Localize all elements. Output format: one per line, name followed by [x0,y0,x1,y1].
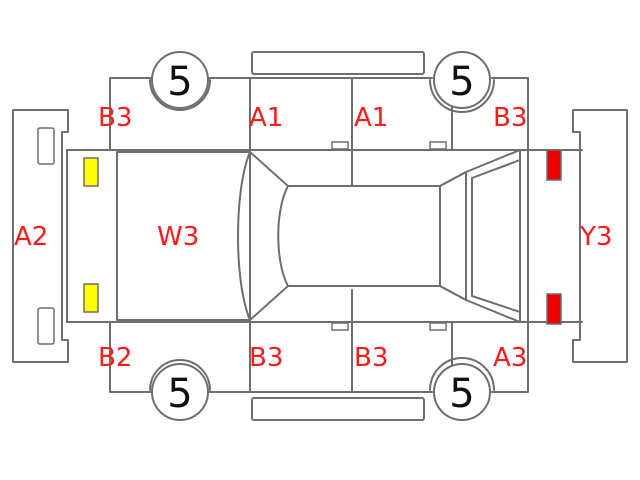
rear-bumper [12,109,69,363]
right-side-skirt [251,397,425,421]
tire-left-rear-number: 5 [167,59,192,105]
label-front-bumper: Y3 [579,222,612,252]
windshield [439,171,467,301]
tire-left-front: 5 [433,51,491,109]
front-lamp-right-marker [546,293,562,325]
arch-left-rear [149,79,211,111]
door-handle [331,141,349,150]
roof-rear-curve [277,185,289,287]
tire-left-front-number: 5 [449,59,474,105]
tire-right-rear: 5 [151,363,209,421]
label-right-front-door: B3 [249,343,283,373]
tire-right-front-number: 5 [449,371,474,417]
left-side-skirt [251,51,425,75]
tire-right-front: 5 [433,363,491,421]
label-left-front-door: A1 [249,103,283,133]
rear-panel-area [116,151,251,321]
tire-right-rear-number: 5 [167,371,192,417]
label-right-front-fender: A3 [493,343,527,373]
label-left-rear-door: A1 [354,103,388,133]
arch-right-rear [149,359,211,391]
front-lamp-left-marker [546,149,562,181]
door-handle [429,141,447,150]
hood-inner [471,159,521,313]
arch-right-front [429,357,495,391]
front-bumper [572,109,628,363]
tire-left-rear: 5 [151,51,209,109]
rear-lamp-left-marker [83,157,99,187]
rear-lamp-right-marker [83,283,99,313]
label-right-rear-fender: B2 [98,343,132,373]
rear-bumper-reflector-bottom [37,307,55,345]
label-left-rear-fender: B3 [98,103,132,133]
door-handle [429,322,447,331]
rear-bumper-reflector-top [37,127,55,165]
rear-window-curve [237,151,251,321]
label-left-front-fender: B3 [493,103,527,133]
arch-left-front [429,79,495,113]
label-rear-bumper: A2 [14,222,48,252]
car-body [66,77,583,393]
label-right-rear-door: B3 [354,343,388,373]
door-handle [331,322,349,331]
label-rear-panel: W3 [157,222,199,252]
